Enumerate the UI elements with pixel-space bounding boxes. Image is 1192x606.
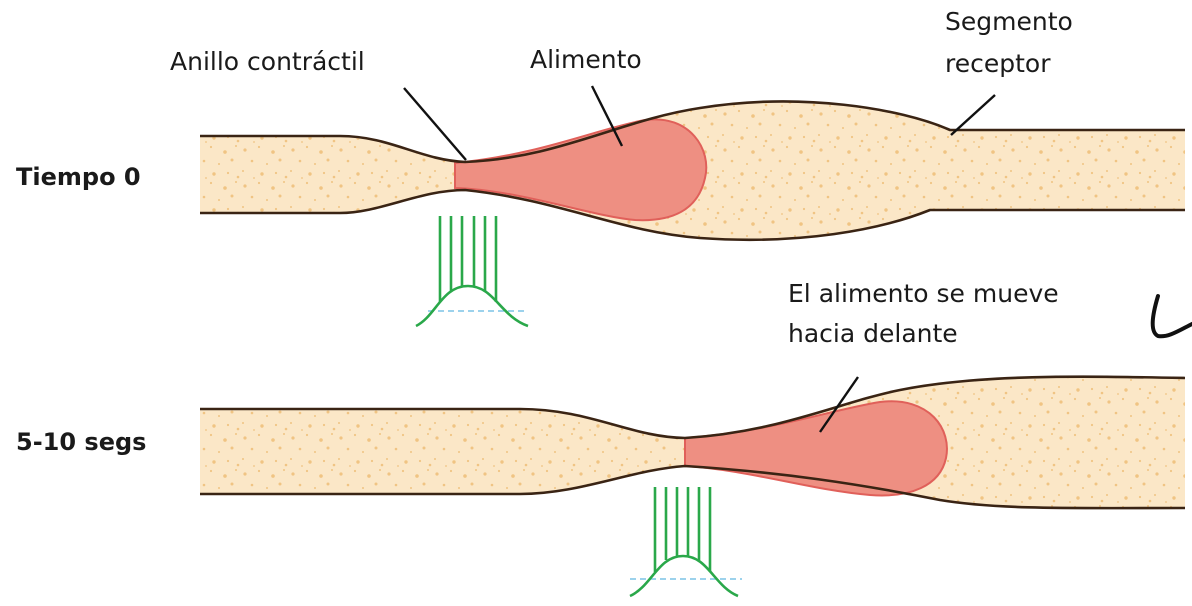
time-1-label: 5-10 segs: [16, 428, 146, 456]
moves-label-line2: hacia delante: [788, 319, 958, 348]
row-time-1: 5-10 segs El alimento se mueve hacia del…: [16, 279, 1185, 596]
contractile-ring-label: Anillo contráctil: [170, 47, 365, 76]
pen-stroke-mark: [1153, 296, 1192, 336]
receptor-label-line1: Segmento: [945, 7, 1073, 36]
neural-burst-time-0: [416, 216, 528, 326]
time-0-label: Tiempo 0: [16, 163, 141, 191]
food-bolus-time-1: [685, 401, 947, 495]
food-label: Alimento: [530, 45, 642, 74]
neural-burst-time-1: [630, 487, 742, 596]
receptor-label-line2: receptor: [945, 49, 1051, 78]
leader-contractile-ring: [404, 88, 466, 160]
food-bolus-time-0: [455, 119, 706, 220]
moves-label-line1: El alimento se mueve: [788, 279, 1059, 308]
